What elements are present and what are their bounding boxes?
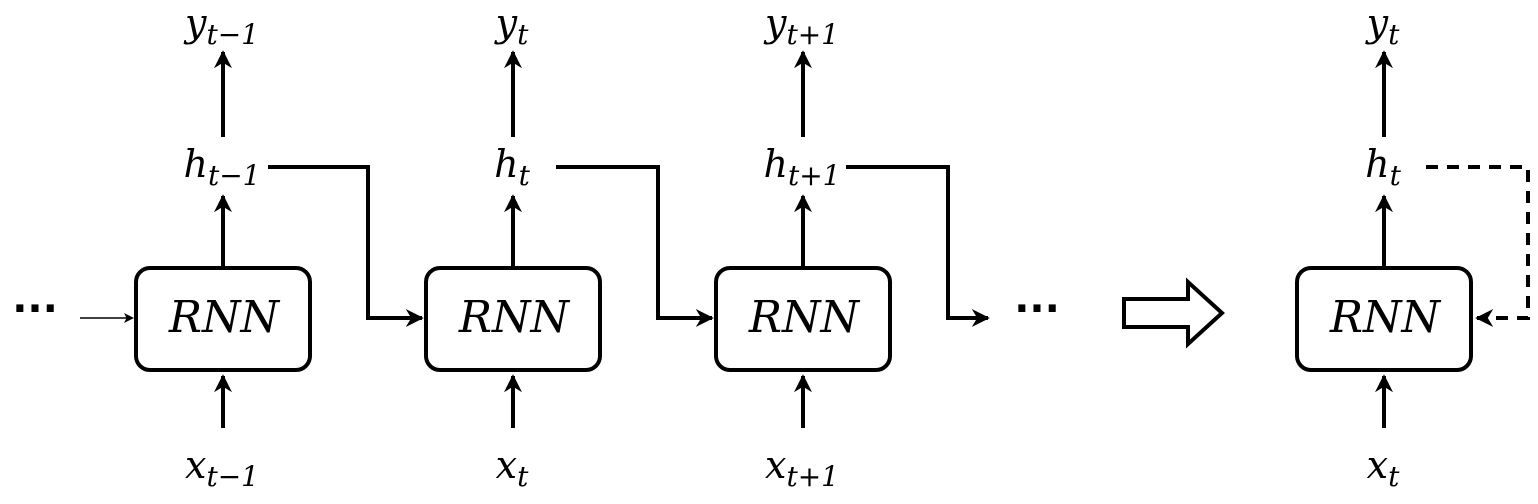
equivalence-arrow [1122,277,1225,349]
recurrent-loop-dashed [1426,165,1530,327]
h-label: ht [494,142,530,192]
rnn-cell-2: RNN xt ht yt [424,1,602,493]
rnn-box [134,266,312,372]
rnn-cell-1: RNN xt−1 ht−1 yt−1 [134,1,312,493]
rnn-box [424,266,602,372]
rnn-box [714,266,892,372]
recurrent-arrow-3 [846,165,990,327]
x-label: xt+1 [765,443,839,493]
rnn-box-label: RNN [1329,292,1442,343]
rnn-box-label: RNN [168,292,281,343]
y-label: yt [494,1,529,51]
y-label: yt [1365,1,1400,51]
x-label: xt [496,443,529,493]
recurrent-arrow-2 [556,165,714,327]
rnn-cell-3: RNN xt+1 ht+1 yt+1 [714,1,892,493]
rnn-box [1295,266,1473,372]
y-label: yt+1 [763,1,839,51]
ellipsis-right: ··· [1014,286,1060,332]
x-label: xt−1 [185,443,259,493]
rnn-cell-rolled: RNN xt ht yt [1295,1,1530,493]
ellipsis-left: ··· [12,286,58,332]
h-label: ht [1365,142,1401,192]
rnn-box-label: RNN [458,292,571,343]
h-label: ht−1 [183,142,260,192]
x-label: xt [1367,443,1400,493]
y-label: yt−1 [183,1,259,51]
h-label: ht+1 [763,142,840,192]
recurrent-arrow-1 [268,165,424,327]
rnn-box-label: RNN [748,292,861,343]
